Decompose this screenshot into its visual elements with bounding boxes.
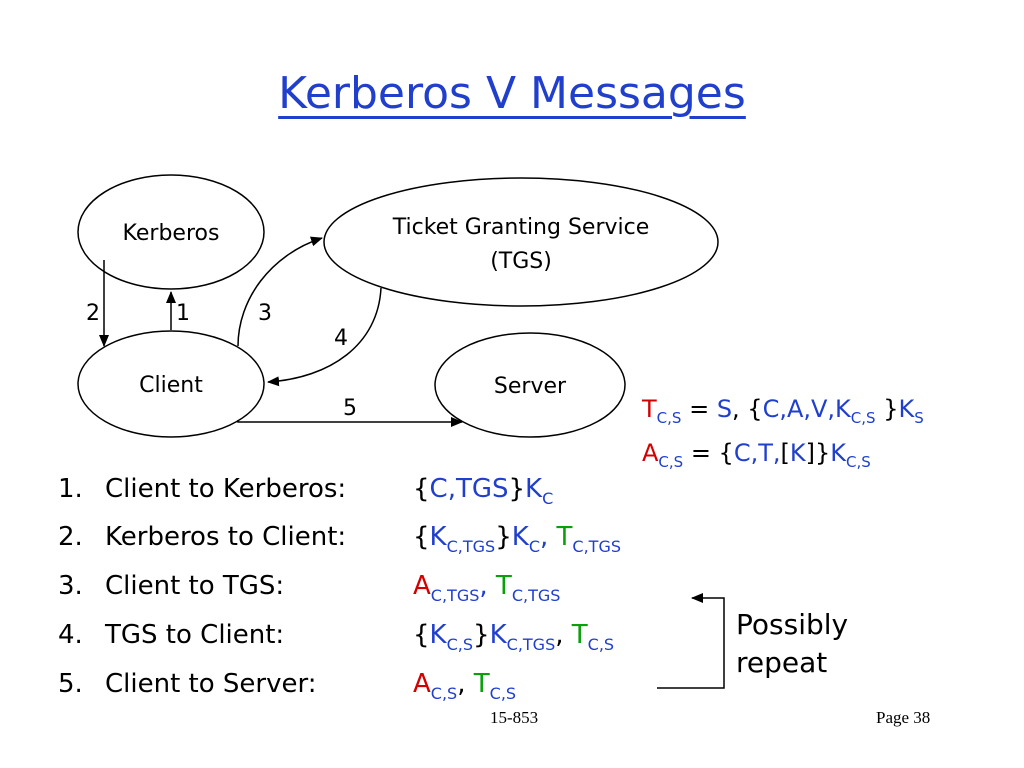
auth-symbol-sub: C,S <box>658 453 684 471</box>
tgs-label-line1: Ticket Granting Service <box>392 215 650 240</box>
ticket-server: S <box>716 395 733 423</box>
tgs-label-line2: (TGS) <box>490 249 552 274</box>
auth-body: C,T, <box>733 439 781 467</box>
auth-equals: = { <box>683 439 734 467</box>
footer-page-number: Page 38 <box>876 708 931 727</box>
edge-4-arrow <box>267 287 382 387</box>
ticket-equals: = <box>681 395 717 423</box>
server-label: Server <box>494 374 567 399</box>
message-value: {KC,TGS}KC, TC,TGS <box>413 522 621 556</box>
ticket-key-sub: S <box>914 409 924 427</box>
edge-label-1: 1 <box>176 301 190 326</box>
client-node: Client <box>77 330 265 438</box>
auth-k: K <box>789 439 806 467</box>
ticket-symbol-sub: C,S <box>656 409 682 427</box>
message-number: 1. <box>58 474 83 504</box>
message-label: Client to Kerberos: <box>105 474 347 504</box>
edge-3-arrow <box>237 236 323 347</box>
message-number: 2. <box>58 522 83 552</box>
auth-open-bracket: [ <box>780 439 790 467</box>
message-value: AC,S, TC,S <box>413 669 517 703</box>
server-node: Server <box>434 332 626 438</box>
repeat-note: Possibly repeat <box>736 606 848 682</box>
ticket-comma: , { <box>732 395 763 423</box>
edge-label-2: 2 <box>86 301 100 326</box>
auth-key: K <box>830 439 847 467</box>
auth-close-bracket: ]} <box>805 439 831 467</box>
edge-5-arrow <box>237 417 463 427</box>
message-value: {KC,S}KC,TGS, TC,S <box>413 620 615 654</box>
kerberos-label: Kerberos <box>123 221 220 246</box>
message-label: Client to Server: <box>105 669 317 699</box>
authenticator-formula: AC,S = {C,T,[K]}KC,S <box>642 436 871 470</box>
tgs-node: Ticket Granting Service (TGS) <box>323 177 719 307</box>
ticket-body: C,A,V,K <box>762 395 851 423</box>
auth-key-sub: C,S <box>846 453 871 471</box>
message-number: 3. <box>58 571 83 601</box>
client-label: Client <box>139 373 203 398</box>
message-label: Kerberos to Client: <box>105 522 347 552</box>
message-label: Client to TGS: <box>105 571 285 601</box>
slide-title: Kerberos V Messages <box>278 68 746 119</box>
edge-label-3: 3 <box>258 301 272 326</box>
repeat-note-line2: repeat <box>736 646 828 679</box>
message-value: {C,TGS}KC <box>413 474 554 508</box>
ticket-symbol: T <box>642 395 657 423</box>
message-number: 5. <box>58 669 83 699</box>
edge-label-4: 4 <box>334 326 348 351</box>
repeat-note-line1: Possibly <box>736 608 849 641</box>
footer-course: 15-853 <box>490 708 539 727</box>
repeat-bracket <box>657 593 725 689</box>
message-number: 4. <box>58 620 83 650</box>
message-label: TGS to Client: <box>105 620 285 650</box>
ticket-body-sub: C,S <box>850 409 876 427</box>
ticket-formula: TC,S = S, {C,A,V,KC,S }KS <box>642 392 924 426</box>
ticket-close: } <box>875 395 899 423</box>
message-value: AC,TGS, TC,TGS <box>413 571 561 605</box>
auth-symbol: A <box>642 439 659 467</box>
edge-label-5: 5 <box>343 396 357 421</box>
kerberos-node: Kerberos <box>77 174 265 290</box>
ticket-key: K <box>898 395 915 423</box>
